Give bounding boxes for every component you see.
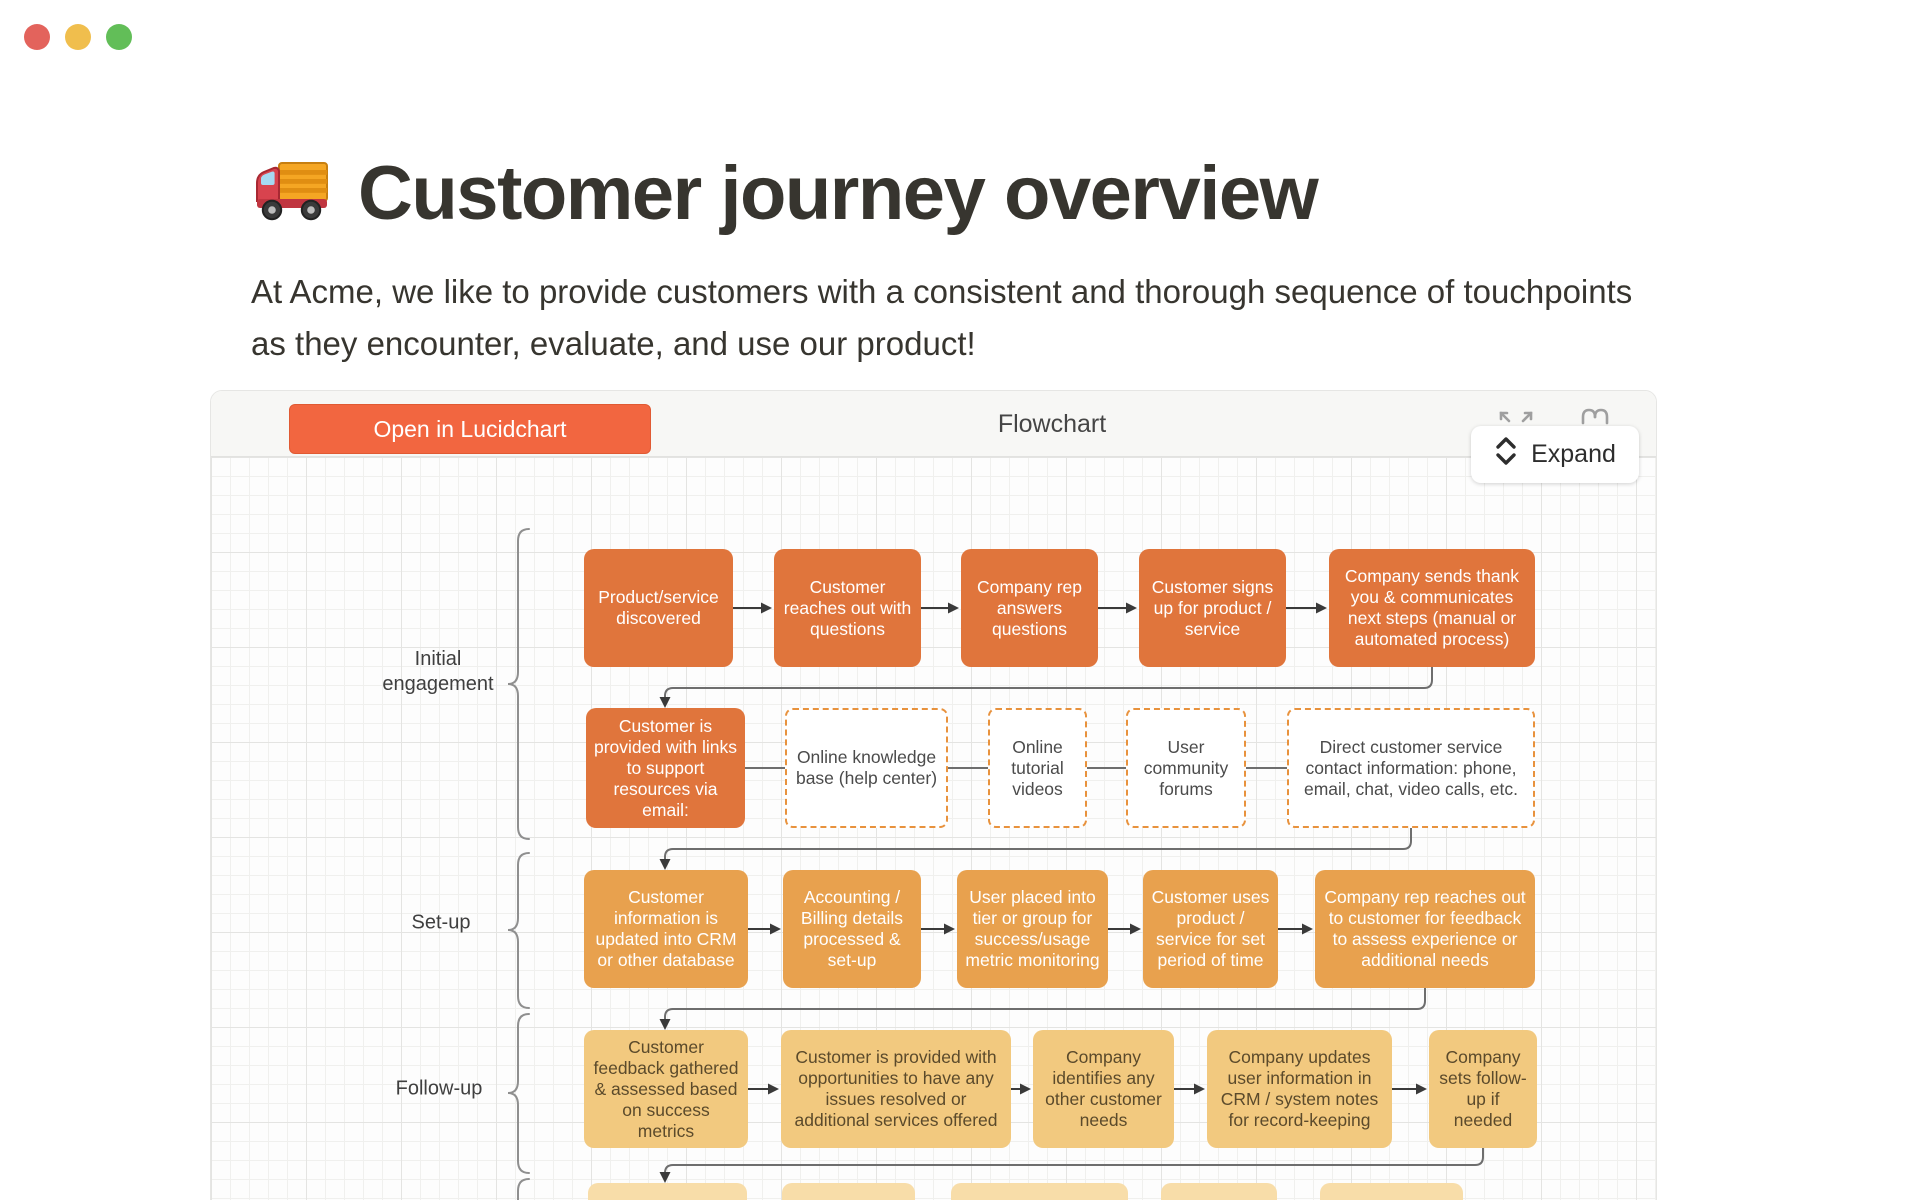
flow-node: User community forums xyxy=(1126,708,1246,828)
flow-node: Company identifies any other customer ne… xyxy=(1033,1030,1174,1148)
embed-header: Open in Lucidchart Flowchart xyxy=(211,391,1656,457)
page-title-row: Customer journey overview xyxy=(252,150,1319,237)
delivery-truck-icon xyxy=(252,151,332,236)
intro-line-1: At Acme, we like to provide customers wi… xyxy=(251,273,1633,310)
flow-node xyxy=(951,1183,1128,1200)
flow-node: Online tutorial videos xyxy=(988,708,1087,828)
minimize-window-button[interactable] xyxy=(65,24,91,50)
flow-row-label: Set-up xyxy=(411,911,471,934)
lucidchart-embed[interactable]: Product/service discovered Customer reach… xyxy=(210,390,1657,1200)
flow-node: Company sends thank you & communicates n… xyxy=(1329,549,1535,667)
close-window-button[interactable] xyxy=(24,24,50,50)
flow-node xyxy=(588,1183,747,1200)
flow-node xyxy=(1161,1183,1277,1200)
flow-node: Customer uses product / service for set … xyxy=(1143,870,1278,988)
flow-node: Direct customer service contact informat… xyxy=(1287,708,1535,828)
flowchart-connectors xyxy=(507,528,1484,1200)
flow-node xyxy=(782,1183,915,1200)
intro-paragraph: At Acme, we like to provide customers wi… xyxy=(251,266,1632,370)
zoom-window-button[interactable] xyxy=(106,24,132,50)
curve-menu-icon[interactable] xyxy=(1581,405,1615,427)
expand-chevrons-icon xyxy=(1494,436,1518,473)
flow-node: Company rep answers questions xyxy=(961,549,1098,667)
flow-row-label: Follow-up xyxy=(395,1077,483,1100)
expand-label: Expand xyxy=(1531,440,1616,468)
expand-button[interactable]: Expand xyxy=(1471,426,1639,483)
flow-node: Company rep reaches out to customer for … xyxy=(1315,870,1535,988)
window-controls xyxy=(24,24,132,50)
flow-node: Customer information is updated into CRM… xyxy=(584,870,748,988)
intro-line-2: as they encounter, evaluate, and use our… xyxy=(251,325,976,362)
flow-node: Customer is provided with links to suppo… xyxy=(586,708,745,828)
embed-title: Flowchart xyxy=(997,409,1107,438)
flow-node: Customer is provided with opportunities … xyxy=(781,1030,1011,1148)
flow-node: Company updates user information in CRM … xyxy=(1207,1030,1392,1148)
flow-node xyxy=(1320,1183,1463,1200)
flow-node: Company sets follow-up if needed xyxy=(1429,1030,1537,1148)
flow-node: User placed into tier or group for succe… xyxy=(957,870,1108,988)
flow-node: Customer signs up for product / service xyxy=(1139,549,1286,667)
embed-hover-controls xyxy=(1496,405,1615,427)
flow-node: Online knowledge base (help center) xyxy=(785,708,948,828)
flow-node: Accounting / Billing details processed &… xyxy=(783,870,921,988)
flow-node: Product/service discovered xyxy=(584,549,733,667)
page-title: Customer journey overview xyxy=(358,151,1319,236)
flow-node: Customer reaches out with questions xyxy=(774,549,921,667)
fullscreen-arrows-icon[interactable] xyxy=(1496,405,1536,427)
open-in-lucidchart-button[interactable]: Open in Lucidchart xyxy=(289,404,651,454)
flow-node: Customer feedback gathered & assessed ba… xyxy=(584,1030,748,1148)
